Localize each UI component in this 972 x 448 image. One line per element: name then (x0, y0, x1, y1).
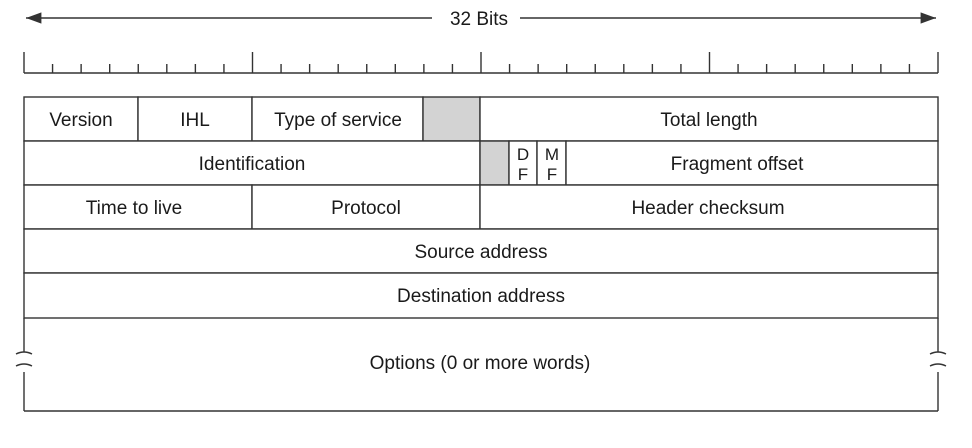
unused-bits-tos (422, 96, 481, 142)
time-to-live-label: Time to live (86, 198, 182, 219)
fragment-offset-field (565, 140, 939, 186)
row-5: Destination address (23, 272, 939, 319)
left-break-mark-lower (15, 363, 33, 367)
row-2: Identification D F M F Fragment offset (23, 140, 939, 186)
header-checksum-label: Header checksum (631, 198, 784, 219)
protocol-field (251, 184, 481, 230)
ihl-label: IHL (180, 110, 210, 131)
identification-label: Identification (199, 154, 306, 175)
width-label: 32 Bits (450, 9, 508, 30)
identification-field (23, 140, 481, 186)
right-break-mark-lower (929, 363, 947, 367)
mf-label-bottom: F (547, 165, 557, 184)
source-address-field (23, 228, 939, 274)
reserved-flag-bit (479, 140, 510, 186)
source-address-label: Source address (414, 242, 547, 263)
fragment-offset-label: Fragment offset (671, 154, 804, 175)
total-length-label: Total length (660, 110, 757, 131)
df-label-bottom: F (518, 165, 528, 184)
time-to-live-field (23, 184, 253, 230)
mf-label-top: M (545, 145, 559, 164)
protocol-label: Protocol (331, 198, 401, 219)
destination-address-field (23, 272, 939, 319)
type-of-service-field (251, 96, 424, 142)
version-label: Version (49, 110, 112, 131)
options-row: Options (0 or more words) (15, 318, 947, 412)
df-label-top: D (517, 145, 529, 164)
destination-address-label: Destination address (397, 286, 565, 307)
left-break-mark-upper (15, 351, 33, 355)
version-field (23, 96, 139, 142)
width-arrow: 32 Bits (26, 9, 936, 30)
total-length-field (479, 96, 939, 142)
type-of-service-label: Type of service (274, 110, 402, 131)
row-1: Version IHL Type of service Total length (23, 96, 939, 142)
bit-ruler (23, 52, 939, 74)
row-4: Source address (23, 228, 939, 274)
options-label: Options (0 or more words) (370, 353, 591, 374)
right-break-mark-upper (929, 351, 947, 355)
row-3: Time to live Protocol Header checksum (23, 184, 939, 230)
